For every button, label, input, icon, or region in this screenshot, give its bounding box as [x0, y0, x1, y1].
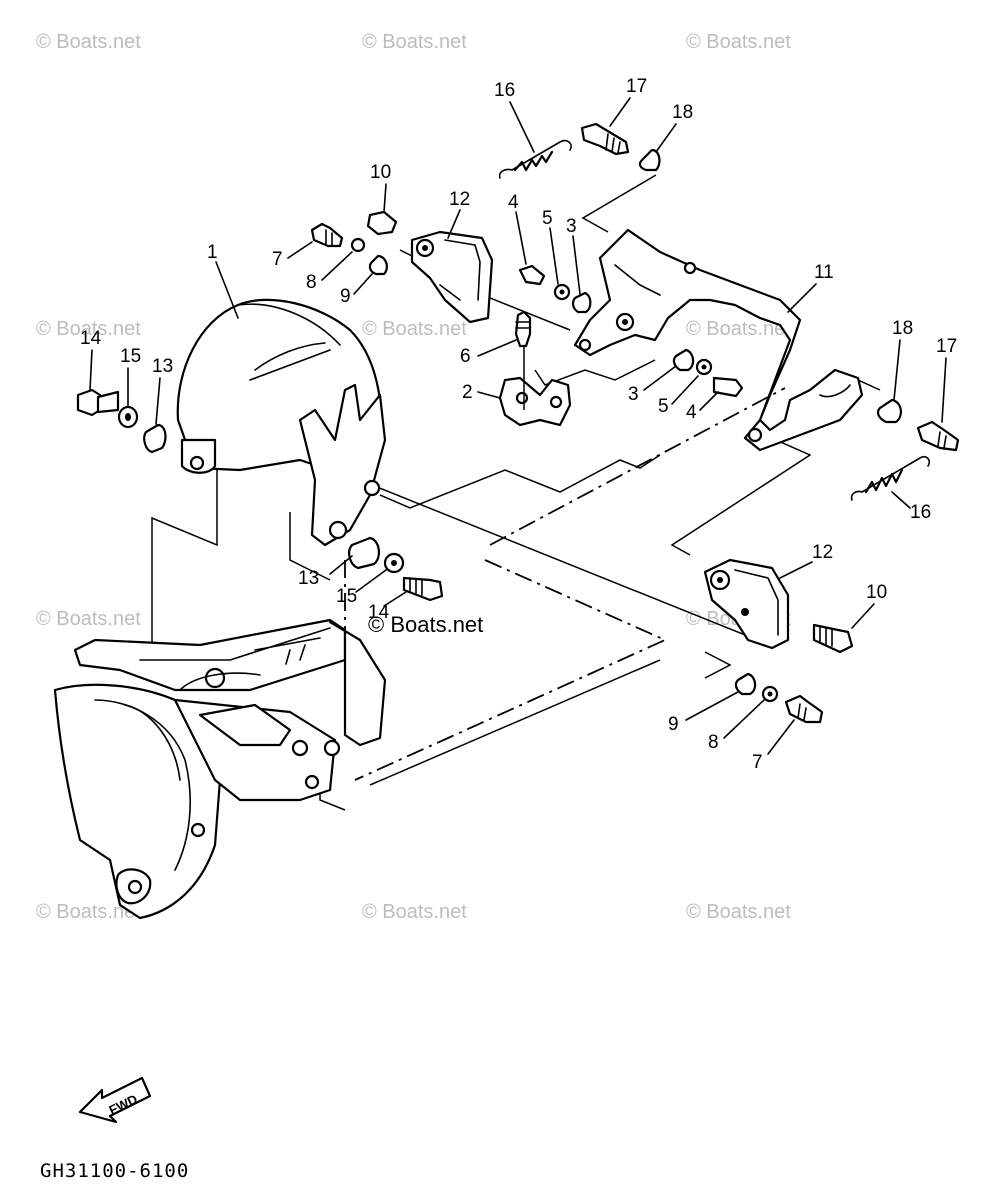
left-hardware — [76, 388, 167, 454]
callout-13: 13 — [152, 356, 173, 377]
callout-17: 17 — [626, 76, 647, 97]
callout-14: 14 — [80, 328, 102, 349]
callout-11: 11 — [814, 262, 834, 283]
callout-3: 3 — [628, 384, 639, 405]
part-bracket-lower — [703, 558, 790, 650]
part-cover-housing — [176, 298, 387, 547]
callout-15: 15 — [336, 586, 357, 607]
callout-1: 1 — [207, 242, 218, 263]
right-spring-bolt — [850, 398, 960, 501]
part-nipple-clamp — [498, 310, 572, 427]
callout-10: 10 — [866, 582, 887, 603]
callout-15: 15 — [120, 346, 141, 367]
callout-17: 17 — [936, 336, 957, 357]
watermark: © Boats.net — [36, 901, 141, 923]
lower-right-hardware — [734, 623, 854, 724]
watermark: © Boats.net — [362, 901, 467, 923]
callout-3: 3 — [566, 216, 577, 237]
callout-14: 14 — [368, 602, 390, 623]
callout-4: 4 — [686, 402, 697, 423]
callout-8: 8 — [306, 272, 317, 293]
center-hardware — [348, 536, 444, 602]
callout-18: 18 — [892, 318, 913, 339]
watermark: © Boats.net — [36, 318, 141, 340]
part-steering-arm — [573, 228, 864, 452]
callout-8: 8 — [708, 732, 719, 753]
upper-left-hardware — [310, 210, 398, 276]
callout-5: 5 — [542, 208, 553, 229]
watermark: © Boats.net — [686, 31, 791, 53]
watermark-center: © Boats.net — [368, 612, 483, 637]
middle-hardware — [518, 264, 744, 398]
callout-7: 7 — [272, 249, 283, 270]
callout-16: 16 — [910, 502, 931, 523]
callout-12: 12 — [812, 542, 833, 563]
callout-13: 13 — [298, 568, 319, 589]
watermark: © Boats.net — [362, 31, 467, 53]
watermark: © Boats.net — [686, 318, 791, 340]
drawing-code: GH31100-6100 — [40, 1160, 189, 1182]
pump-housing-assembly — [53, 618, 387, 920]
callout-18: 18 — [672, 102, 693, 123]
callout-9: 9 — [340, 286, 351, 307]
callout-2: 2 — [462, 382, 473, 403]
part-bracket-upper — [410, 230, 494, 324]
callout-4: 4 — [508, 192, 519, 213]
callout-10: 10 — [370, 162, 391, 183]
callout-16: 16 — [494, 80, 515, 101]
callouts: 1 2 3 3 4 4 5 5 6 7 7 8 8 9 9 10 10 11 — [80, 76, 957, 773]
callout-12: 12 — [449, 189, 470, 210]
watermark: © Boats.net — [362, 318, 467, 340]
callout-5: 5 — [658, 396, 669, 417]
watermark: © Boats.net — [686, 901, 791, 923]
callout-6: 6 — [460, 346, 471, 367]
watermark: © Boats.net — [36, 31, 141, 53]
watermark: © Boats.net — [36, 608, 141, 630]
callout-9: 9 — [668, 714, 679, 735]
callout-7: 7 — [752, 752, 763, 773]
fwd-arrow-icon: FWD — [78, 1076, 152, 1124]
